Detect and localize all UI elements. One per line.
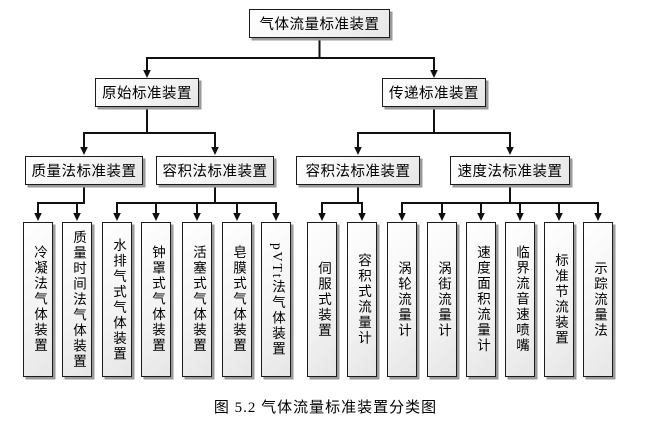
leaf-bell-prover-gas-device: 钟罩式气体装置 — [141, 222, 171, 377]
leaf-critical-sonic-nozzle: 临界流音速喷嘴 — [505, 222, 535, 377]
leaf-standard-throttling-device: 标准节流装置 — [544, 222, 574, 377]
leaf-water-displacement-gas-device: 水排气式气体装置 — [102, 222, 132, 377]
node-volumetric-method-standard-left: 容积法标准装置 — [156, 156, 274, 185]
leaf-pvtt-gas-device: pVTt法气体装置 — [261, 222, 291, 377]
node-transfer-standard-device: 传递标准装置 — [382, 78, 486, 107]
node-volumetric-method-standard-right: 容积法标准装置 — [296, 156, 420, 185]
node-mass-method-standard: 质量法标准装置 — [25, 156, 143, 185]
node-velocity-method-standard: 速度法标准装置 — [450, 156, 570, 185]
leaf-velocity-area-flowmeter: 速度面积流量计 — [466, 222, 496, 377]
leaf-piston-gas-device: 活塞式气体装置 — [182, 222, 212, 377]
leaf-vortex-flowmeter: 涡街流量计 — [427, 222, 457, 377]
leaf-servo-device: 伺服式装置 — [307, 222, 337, 377]
leaf-tracer-flow-method: 示踪流量法 — [583, 222, 613, 377]
leaf-condensation-gas-device: 冷凝法气体装置 — [23, 222, 53, 377]
leaf-turbine-flowmeter: 涡轮流量计 — [387, 222, 417, 377]
leaf-mass-time-gas-device: 质量时间法气体装置 — [62, 222, 92, 377]
figure-caption: 图 5.2 气体流量标准装置分类图 — [213, 400, 438, 416]
leaf-positive-displacement-flowmeter: 容积式流量计 — [347, 222, 377, 377]
leaf-soap-film-gas-device: 皂膜式气体装置 — [222, 222, 252, 377]
node-gas-flow-standard-device: 气体流量标准装置 — [249, 9, 390, 38]
node-primary-standard-device: 原始标准装置 — [95, 78, 199, 107]
